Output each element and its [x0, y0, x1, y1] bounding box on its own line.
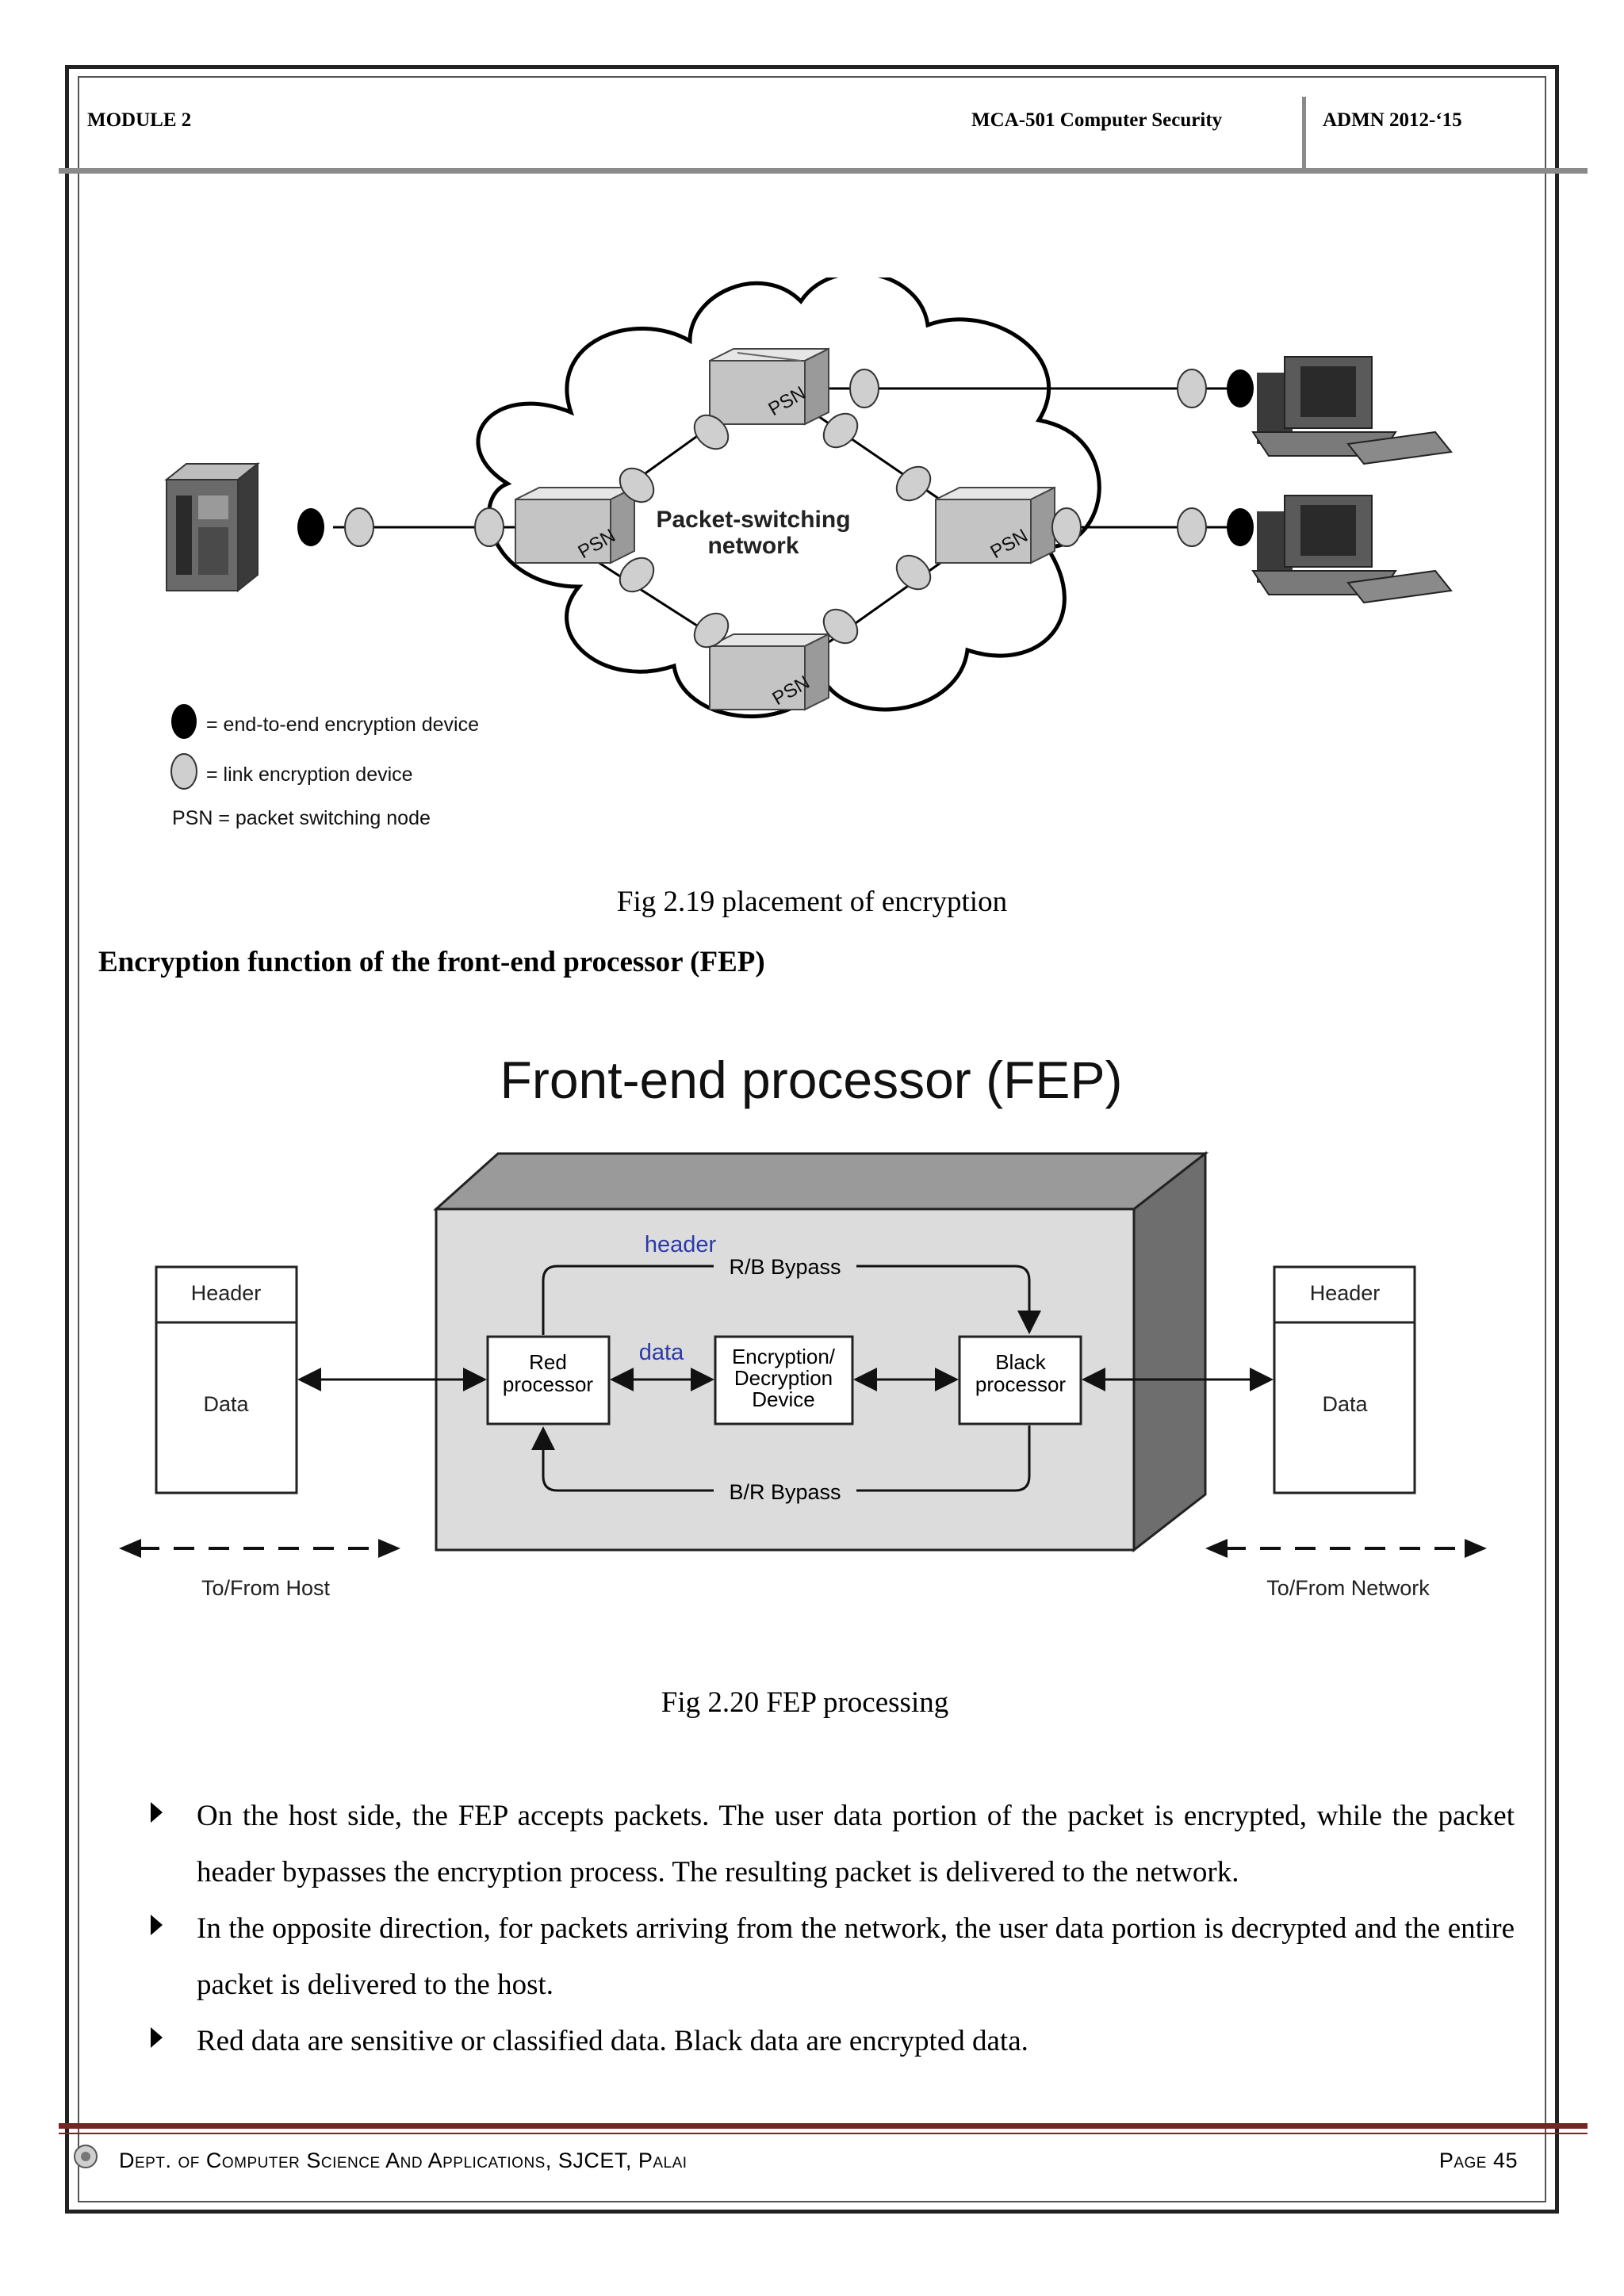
legend-psn: PSN = packet switching node: [172, 807, 431, 829]
host-server: [164, 461, 260, 593]
page-border-inner: [78, 76, 1546, 2202]
workstation-bottom: [1251, 495, 1453, 604]
br-bypass-label: B/R Bypass: [729, 1480, 841, 1504]
page-border-outer: [65, 65, 1559, 2214]
psn-node-top: PSN: [709, 347, 829, 426]
fep-box-top: [433, 1152, 1209, 1211]
header-rule: [59, 168, 1588, 174]
figure1-caption: Fig 2.19 placement of encryption: [616, 886, 1008, 918]
figure2-caption: Fig 2.20 FEP processing: [661, 1686, 949, 1719]
psn-node-bottom: PSN: [709, 633, 829, 711]
footer-page: Page 45: [1438, 2149, 1518, 2172]
rb-bypass-label: R/B Bypass: [729, 1255, 841, 1279]
bullet-list: On the host side, the FEP accepts packet…: [151, 1788, 1515, 2069]
figure1-legend: = end-to-end encryption device = link en…: [170, 704, 479, 829]
workstation-top: [1251, 356, 1453, 465]
figure-encryption-placement: PSN PSN PSN PSN Packet-switching network: [164, 277, 1453, 829]
network-label-line1: Packet-switching: [656, 507, 850, 533]
psn-node-right: PSN: [935, 486, 1055, 564]
red-processor-box: [486, 1335, 611, 1425]
black-processor-line1: Black: [995, 1350, 1047, 1374]
network-packet-data: Data: [1322, 1392, 1368, 1416]
bullet-text: Red data are sensitive or classified dat…: [197, 2025, 1028, 2057]
footer-rule-thin: [59, 2133, 1588, 2134]
header-admn: ADMN 2012-‘15: [1323, 109, 1462, 131]
to-from-host-label: To/From Host: [201, 1576, 331, 1600]
bullet-arrow-icon: [151, 1802, 163, 1823]
link-encryption-devices: [344, 369, 1207, 649]
encryption-device-box: [714, 1335, 854, 1425]
footer-rule: [59, 2123, 1588, 2129]
college-logo-icon: [74, 2145, 98, 2168]
data-flow-label: data: [639, 1340, 684, 1365]
black-processor-line2: processor: [975, 1372, 1066, 1396]
end-to-end-encryption-devices: [297, 369, 1254, 546]
encryption-device-line2: Decryption: [734, 1366, 833, 1390]
bullet-text: In the opposite direction, for packets a…: [197, 1912, 1515, 2001]
header-flow-label: header: [645, 1232, 717, 1257]
host-packet-header: Header: [191, 1281, 262, 1305]
footer-dept: Dept. of Computer Science And Applicatio…: [119, 2149, 688, 2172]
host-packet-data: Data: [203, 1392, 249, 1416]
header-separator: [1302, 97, 1306, 171]
bullet-text: On the host side, the FEP accepts packet…: [197, 1800, 1515, 1888]
header-module: MODULE 2: [87, 109, 192, 131]
figure-fep: Front-end processor (FEP) Header Data He…: [119, 1050, 1487, 1600]
network-label-line2: network: [707, 533, 799, 559]
encryption-device-line1: Encryption/: [732, 1345, 836, 1368]
cloud-shape: [476, 277, 1101, 718]
bullet-arrow-icon: [151, 2027, 163, 2048]
bullet-item: In the opposite direction, for packets a…: [151, 1900, 1515, 2013]
fep-title: Front-end processor (FEP): [500, 1050, 1123, 1109]
legend-link: = link encryption device: [206, 763, 413, 786]
bullet-item: Red data are sensitive or classified dat…: [151, 2013, 1515, 2069]
psn-node-left: PSN: [515, 486, 635, 564]
network-packet-header: Header: [1310, 1281, 1381, 1305]
encryption-device-line3: Device: [752, 1387, 814, 1411]
red-processor-line1: Red: [529, 1350, 567, 1374]
fep-box-side: [1132, 1150, 1207, 1553]
black-processor-box: [958, 1335, 1082, 1425]
section-heading: Encryption function of the front-end pro…: [98, 946, 765, 978]
legend-end-to-end: = end-to-end encryption device: [206, 714, 479, 736]
to-from-network-label: To/From Network: [1266, 1576, 1430, 1600]
bullet-arrow-icon: [151, 1915, 163, 1935]
host-packet: [155, 1265, 298, 1494]
bullet-item: On the host side, the FEP accepts packet…: [151, 1788, 1515, 1900]
red-processor-line2: processor: [503, 1372, 593, 1396]
network-packet: [1273, 1265, 1416, 1494]
header-course: MCA-501 Computer Security: [971, 109, 1223, 131]
